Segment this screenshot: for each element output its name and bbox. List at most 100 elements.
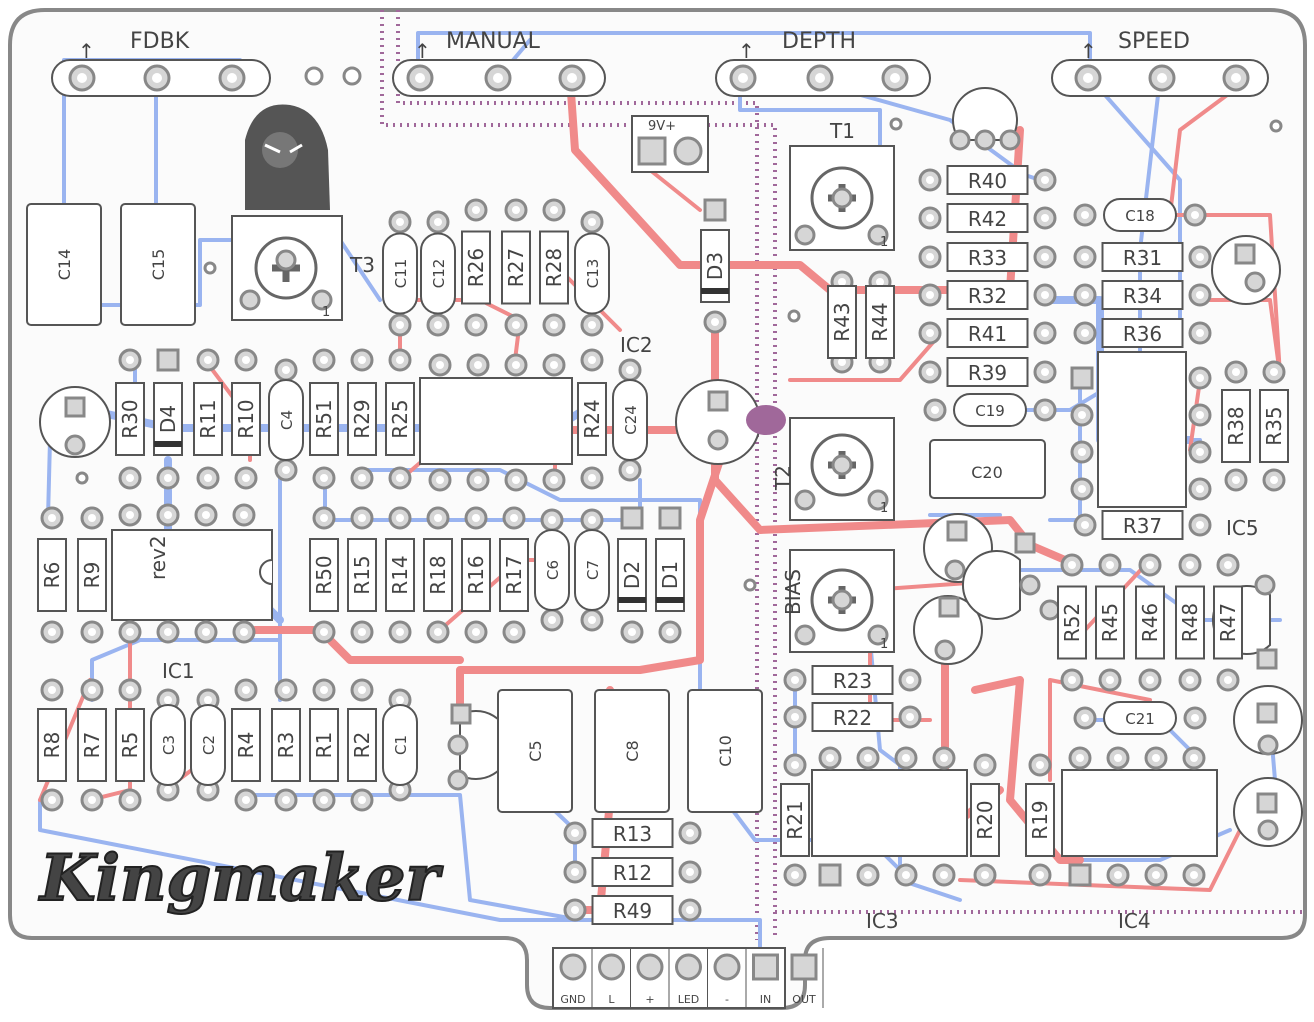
part-label: R24 <box>580 399 604 438</box>
capacitor-c6: C6 <box>534 529 570 611</box>
part-label: C14 <box>55 249 74 281</box>
diode-d1: D1 <box>655 538 685 612</box>
part-label: R42 <box>968 207 1007 231</box>
resistor-r21: R21 <box>780 783 810 857</box>
part-label: R43 <box>830 302 854 341</box>
part-label: C3 <box>160 735 178 755</box>
ic-label-ic4: IC4 <box>1118 909 1151 933</box>
part-label: R40 <box>968 169 1007 193</box>
capacitor-c11: C11 <box>382 232 418 315</box>
part-label: R10 <box>234 399 258 438</box>
resistor-r18: R18 <box>423 538 453 612</box>
svg-text:1: 1 <box>322 305 330 320</box>
capacitor-c12: C12 <box>420 232 456 315</box>
test-point <box>746 405 786 435</box>
arrow-icon: ↑ <box>414 39 431 63</box>
ic-label-ic5: IC5 <box>1226 516 1259 540</box>
resistor-r42: R42 <box>946 203 1029 233</box>
arrow-icon: ↑ <box>738 39 755 63</box>
part-label: R22 <box>833 706 872 730</box>
resistor-r20: R20 <box>970 783 1000 857</box>
pot-fdbk: FDBK ↑ <box>51 29 271 97</box>
part-label: R5 <box>118 732 142 759</box>
capacitor-c5: C5 <box>497 689 573 813</box>
part-label: R38 <box>1224 406 1248 445</box>
capacitor-c19: C19 <box>953 393 1027 427</box>
capacitor-c10: C10 <box>687 689 763 813</box>
capacitor-c1: C1 <box>382 704 418 786</box>
connector-label: OUT <box>792 993 816 1006</box>
part-label: R49 <box>613 899 652 923</box>
capacitor-c20: C20 <box>929 439 1046 499</box>
part-label: R27 <box>504 248 528 287</box>
resistor-r7: R7 <box>77 708 107 782</box>
resistor-r40: R40 <box>946 165 1029 195</box>
resistor-r9: R9 <box>77 538 107 612</box>
trimmer-t1: T1 1 <box>789 119 895 251</box>
ground-region-top <box>380 10 777 940</box>
part-label: C12 <box>430 259 448 289</box>
capacitor-c24: C24 <box>612 379 648 461</box>
part-label: D2 <box>620 561 644 589</box>
resistor-r41: R41 <box>946 318 1029 348</box>
part-label: R4 <box>234 732 258 759</box>
capacitor-c13: C13 <box>574 232 610 315</box>
resistor-r31: R31 <box>1101 242 1184 272</box>
part-label: R52 <box>1060 603 1084 642</box>
diode-d3: D3 <box>700 229 730 303</box>
brand-wordmark: Kingmaker <box>38 841 443 916</box>
part-label: C20 <box>971 463 1003 482</box>
part-label: C24 <box>622 405 640 435</box>
capacitor-c2: C2 <box>190 704 226 786</box>
trimmer-label-t3: T3 <box>349 253 375 277</box>
resistor-r22: R22 <box>811 702 894 732</box>
mascot-icon <box>245 104 330 210</box>
part-label: D4 <box>156 405 180 433</box>
resistor-r47: R47 <box>1213 585 1243 660</box>
part-label: C10 <box>716 735 735 767</box>
part-label: C21 <box>1125 710 1155 728</box>
resistor-r29: R29 <box>347 382 377 456</box>
part-label: C4 <box>278 410 296 430</box>
resistor-r5: R5 <box>115 708 145 782</box>
part-label: R20 <box>973 800 997 839</box>
resistor-r12: R12 <box>591 857 674 887</box>
electrolytic-caps <box>39 235 1303 847</box>
bias-label: BIAS <box>781 569 805 615</box>
part-label: R51 <box>312 399 336 438</box>
part-label: R29 <box>350 399 374 438</box>
trimmer-label-t1: T1 <box>829 119 855 143</box>
trimmer-t2: T2 1 <box>771 417 895 521</box>
pot-label-speed: SPEED <box>1118 29 1190 54</box>
resistor-r6: R6 <box>37 538 67 612</box>
connector-label: L <box>608 993 615 1006</box>
part-label: C1 <box>392 735 410 755</box>
resistor-r30: R30 <box>115 382 145 456</box>
diode-d4: D4 <box>153 382 183 456</box>
part-label: R39 <box>968 361 1007 385</box>
connector-label: LED <box>678 993 700 1006</box>
pot-manual: MANUAL ↑ <box>392 29 606 97</box>
part-label: R8 <box>40 732 64 759</box>
part-label: R13 <box>613 822 652 846</box>
part-label: R16 <box>464 555 488 594</box>
part-label: R14 <box>388 555 412 594</box>
part-label: C2 <box>200 735 218 755</box>
part-label: C6 <box>544 560 562 580</box>
pot-speed: SPEED ↑ <box>1051 29 1269 97</box>
ic-label-ic2: IC2 <box>620 333 653 357</box>
part-label: R15 <box>350 555 374 594</box>
svg-text:1: 1 <box>880 501 888 516</box>
part-label: R35 <box>1262 406 1286 445</box>
part-label: R2 <box>350 732 374 759</box>
capacitor-c3: C3 <box>150 704 186 786</box>
part-label: D3 <box>703 252 727 280</box>
resistor-r19: R19 <box>1025 783 1055 857</box>
capacitor-c21: C21 <box>1103 701 1177 735</box>
resistor-r37: R37 <box>1101 510 1184 540</box>
resistor-r16: R16 <box>461 538 491 612</box>
pot-label-depth: DEPTH <box>782 29 856 54</box>
part-label: C7 <box>584 560 602 580</box>
pot-depth: DEPTH ↑ <box>715 29 931 97</box>
